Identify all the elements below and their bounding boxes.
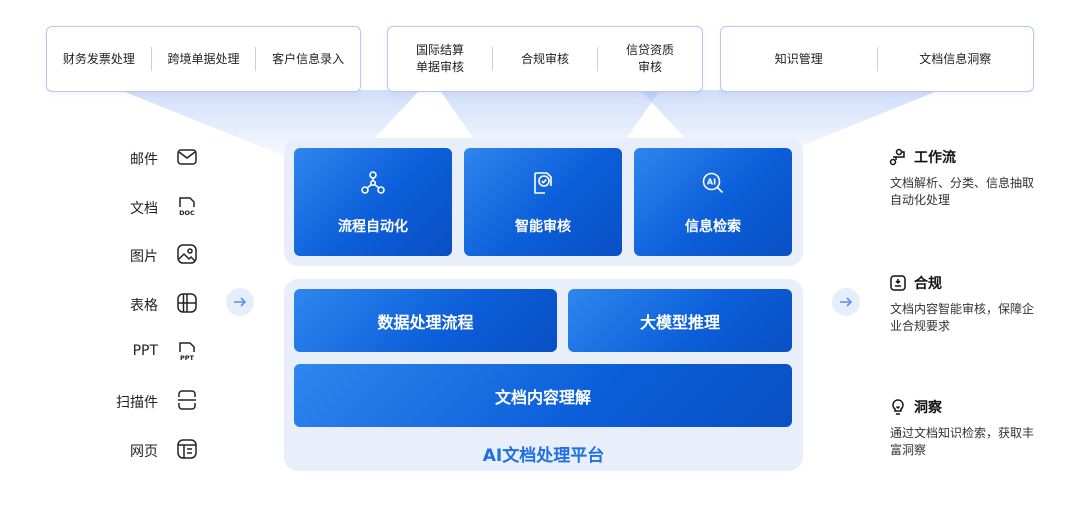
output-desc: 文档内容智能审核，保障企业合规要求 (890, 302, 1035, 333)
scenario-item: 知识管理 (774, 51, 823, 66)
svg-text:PPT: PPT (180, 354, 195, 362)
arrow-right-icon (226, 288, 254, 316)
input-item-scan: 扫描件 (100, 389, 210, 413)
input-label: 文档 (130, 201, 158, 217)
mail-icon (176, 146, 198, 168)
scenario-card-3: 知识管理 文档信息洞察 (720, 26, 1034, 92)
image-icon (176, 243, 198, 265)
divider (876, 47, 878, 71)
input-label: 图片 (130, 249, 158, 265)
output-insight: 洞察 (889, 397, 942, 417)
scenario-item: 跨境单据处理 (167, 51, 240, 66)
compliance-icon (889, 274, 907, 292)
ppt-icon: PPT (176, 340, 198, 362)
output-workflow: 工作流 (889, 147, 956, 167)
divider (150, 47, 152, 71)
output-desc: 文档解析、分类、信息抽取自动化处理 (890, 176, 1035, 207)
layer-doc-understanding: 文档内容理解 (294, 364, 792, 427)
review-check-icon (464, 170, 622, 196)
divider (597, 47, 598, 71)
app-label: 信息检索 (685, 219, 741, 235)
input-item-doc: 文档 DOC (100, 195, 210, 219)
arrow-right-icon (832, 288, 860, 316)
input-label: PPT (132, 343, 158, 359)
layer-llm-inference: 大模型推理 (568, 289, 792, 352)
table-icon (176, 292, 198, 314)
scenario-item: 客户信息录入 (272, 51, 345, 66)
output-title: 洞察 (914, 400, 942, 416)
scenario-item: 合规审核 (520, 51, 569, 66)
input-item-table: 表格 (100, 292, 210, 316)
divider (492, 47, 493, 71)
app-label: 流程自动化 (338, 219, 408, 235)
input-label: 邮件 (130, 152, 158, 168)
output-desc: 通过文档知识检索，获取丰富洞察 (890, 426, 1035, 457)
output-title: 工作流 (914, 150, 956, 166)
scenario-card-2: 国际结算 单据审核 合规审核 信贷资质 审核 (387, 26, 703, 92)
input-item-webpage: 网页 (100, 438, 210, 462)
doc-icon: DOC (176, 195, 198, 217)
app-process-automation: 流程自动化 (294, 148, 452, 256)
workflow-nodes-icon (294, 170, 452, 196)
scenario-card-1: 财务发票处理 跨境单据处理 客户信息录入 (46, 26, 361, 92)
ai-search-icon: AI (634, 170, 792, 196)
platform-title: AI文档处理平台 (482, 446, 605, 466)
output-title: 合规 (914, 276, 942, 292)
scenario-item: 文档信息洞察 (919, 51, 992, 66)
scan-icon (176, 389, 198, 411)
divider (255, 47, 257, 71)
input-item-image: 图片 (100, 243, 210, 267)
svg-text:DOC: DOC (179, 209, 195, 217)
svg-text:AI: AI (707, 178, 716, 187)
app-info-retrieval: AI 信息检索 (634, 148, 792, 256)
scenario-item: 信贷资质 审核 (625, 43, 674, 74)
input-item-ppt: PPT PPT (100, 340, 210, 364)
input-label: 表格 (130, 298, 158, 314)
webpage-icon (176, 438, 198, 460)
layer-data-processing: 数据处理流程 (294, 289, 557, 352)
workflow-icon (889, 148, 907, 166)
insight-bulb-icon (889, 398, 907, 416)
input-label: 扫描件 (116, 395, 158, 411)
scenario-item: 国际结算 单据审核 (415, 43, 464, 74)
input-label: 网页 (130, 444, 158, 460)
app-smart-review: 智能审核 (464, 148, 622, 256)
scenario-item: 财务发票处理 (62, 51, 135, 66)
app-label: 智能审核 (515, 219, 571, 235)
input-item-mail: 邮件 (100, 146, 210, 170)
output-compliance: 合规 (889, 273, 942, 293)
